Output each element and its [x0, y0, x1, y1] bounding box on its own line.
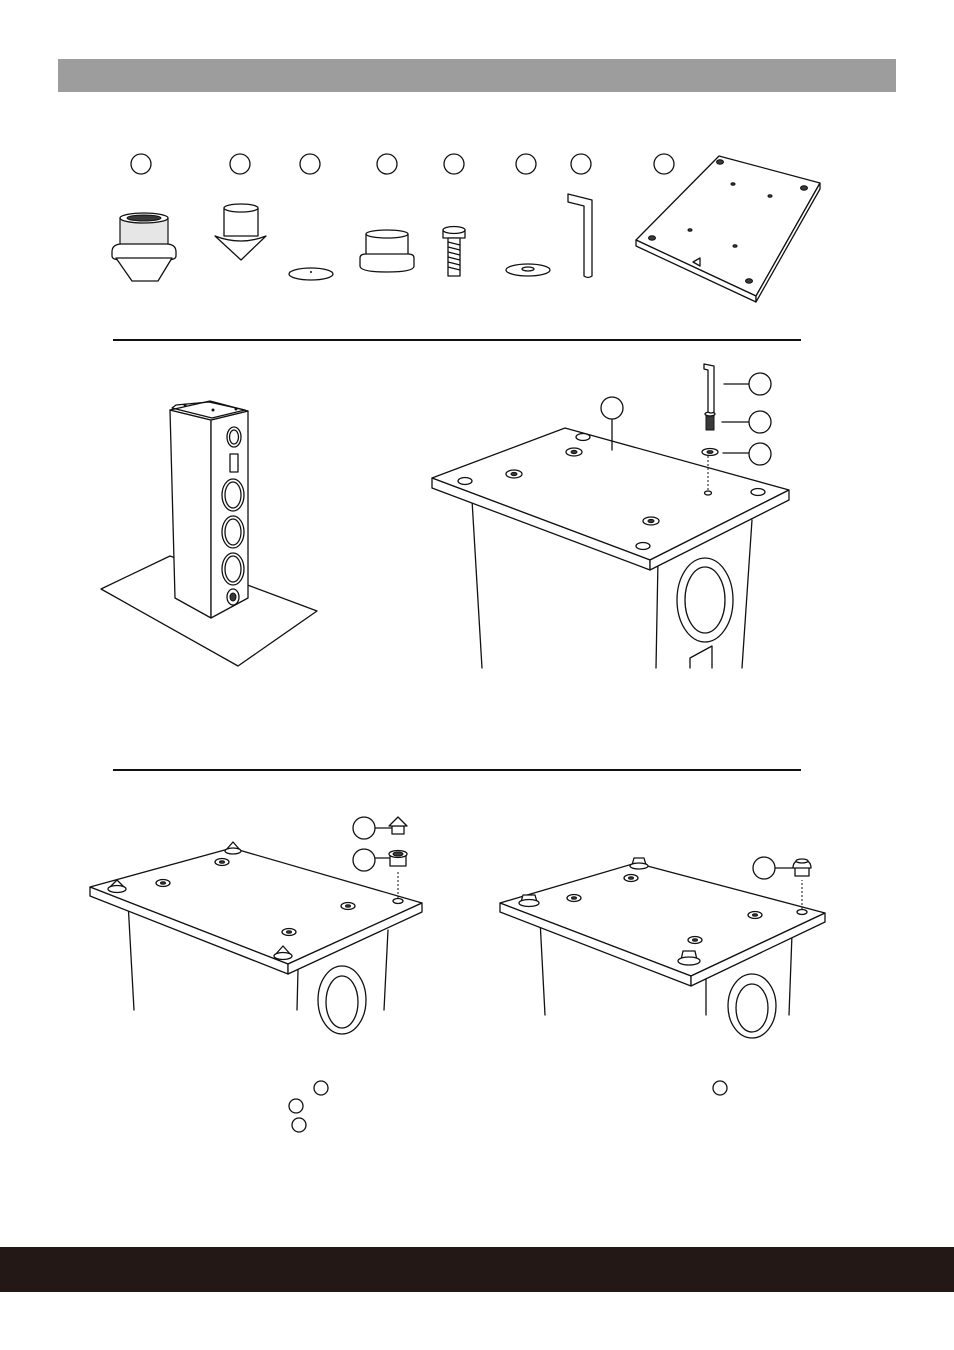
- part-marker: [130, 153, 152, 175]
- callout-marker: [748, 372, 772, 396]
- spike-cup-icon: [111, 212, 177, 282]
- spike-cone-icon: [214, 203, 267, 261]
- foot-install-illustration: [499, 857, 826, 1039]
- note-marker: [291, 1117, 307, 1133]
- callout-marker: [752, 856, 776, 880]
- callout-marker: [748, 442, 772, 466]
- section-divider: [113, 769, 801, 771]
- note-marker: [288, 1098, 304, 1114]
- part-marker: [299, 153, 321, 175]
- spike-install-illustration: [89, 816, 423, 1035]
- note-markers-right: [712, 1080, 728, 1096]
- note-markers-left: [288, 1080, 329, 1133]
- callout-marker: [600, 396, 624, 420]
- plate-callouts: [600, 372, 772, 466]
- note-marker: [313, 1080, 329, 1096]
- part-marker: [515, 153, 537, 175]
- section-divider: [113, 339, 801, 341]
- part-markers: [130, 153, 675, 175]
- rubber-foot-icon: [359, 229, 415, 273]
- spike-callouts: [352, 816, 376, 872]
- callout-marker: [748, 410, 772, 434]
- part-marker: [570, 153, 592, 175]
- speaker-on-floor-illustration: [100, 400, 318, 667]
- part-marker: [443, 153, 465, 175]
- foot-callouts: [752, 856, 776, 880]
- callout-marker: [352, 816, 376, 840]
- footer-bar: [0, 1247, 954, 1292]
- hex-key-icon: [567, 193, 593, 279]
- header-bar: [58, 59, 896, 92]
- protective-disc-icon: [288, 267, 334, 281]
- bolt-icon: [442, 225, 466, 277]
- plate-attach-illustration: [431, 363, 790, 669]
- part-marker: [376, 153, 398, 175]
- washer-icon: [505, 263, 551, 277]
- part-marker: [653, 153, 675, 175]
- note-marker: [712, 1080, 728, 1096]
- part-marker: [229, 153, 251, 175]
- callout-marker: [352, 848, 376, 872]
- base-plate-icon: [635, 155, 821, 303]
